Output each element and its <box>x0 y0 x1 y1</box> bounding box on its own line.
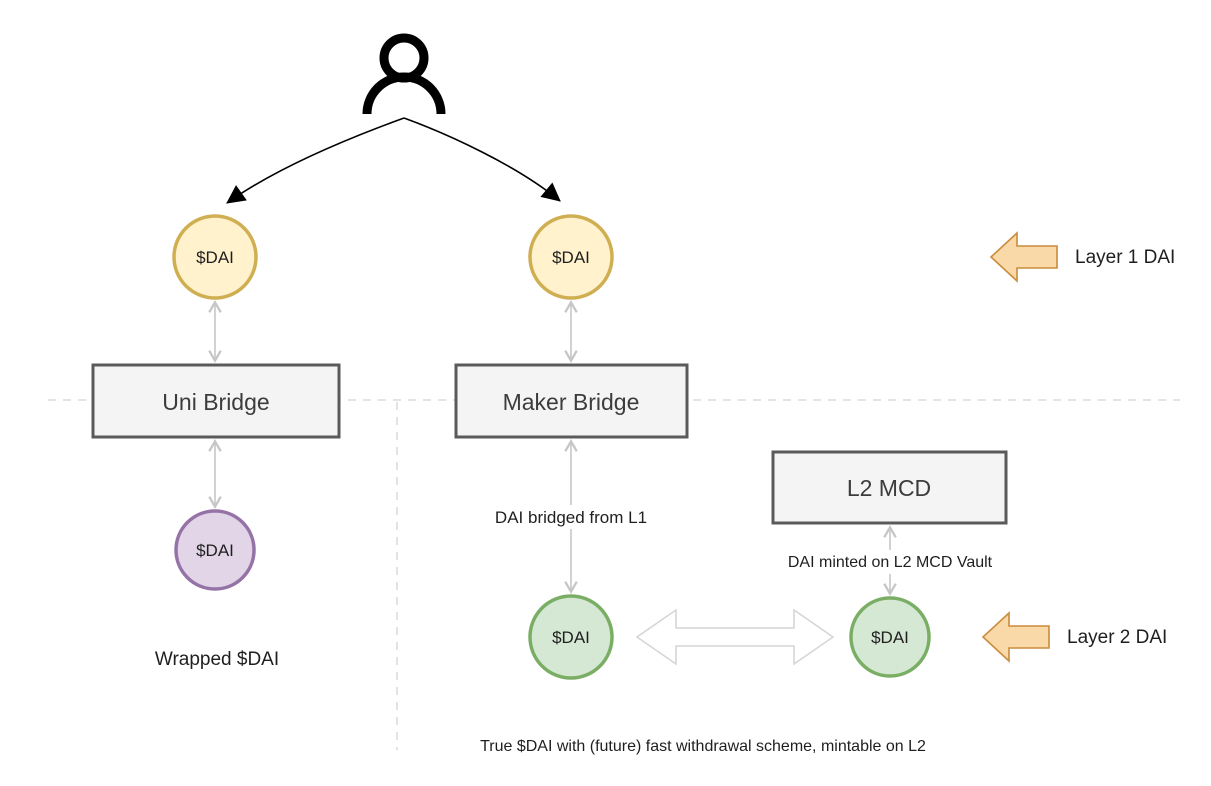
arrow-user-to-dai-left <box>226 117 405 204</box>
node-l2-dai-minted: $DAI <box>849 596 931 678</box>
uni-bridge-box <box>91 363 341 439</box>
l2-mcd-label: L2 MCD <box>847 475 931 501</box>
node-l2-dai-bridged: $DAI <box>528 594 614 680</box>
wrapped-dai-caption: Wrapped $DAI <box>155 649 279 670</box>
dai-l1-left-label: $DAI <box>196 248 234 267</box>
l2-mcd-box <box>771 450 1008 525</box>
bottom-note: True $DAI with (future) fast withdrawal … <box>480 738 926 755</box>
label-backdrop <box>491 505 651 529</box>
left-block-arrow-icon <box>989 231 1058 283</box>
dai-l1-right-label: $DAI <box>552 248 590 267</box>
l2-dai-minted-label: $DAI <box>871 628 909 647</box>
l2-dai-bridged-circle <box>528 594 614 680</box>
maker-bridge-label: Maker Bridge <box>503 389 640 415</box>
user-icon <box>362 33 446 115</box>
user-shoulders <box>362 72 446 115</box>
l2-dai-minted-circle <box>849 596 931 678</box>
layer-dividers <box>48 399 1180 750</box>
user-head <box>379 33 429 83</box>
layer1-label: Layer 1 DAI <box>1075 247 1175 268</box>
wrapped-dai-label: $DAI <box>196 541 234 560</box>
layer2-label: Layer 2 DAI <box>1067 627 1167 648</box>
node-dai-l1-left: $DAI <box>172 214 258 300</box>
node-maker-bridge: Maker Bridge <box>454 363 689 439</box>
double-headed-arrow-icon <box>635 608 835 666</box>
legend-layer1: Layer 1 DAI <box>989 231 1175 283</box>
node-l2-mcd: L2 MCD <box>771 450 1008 525</box>
dai-l1-left-circle <box>172 214 258 300</box>
uni-bridge-label: Uni Bridge <box>162 389 269 415</box>
dai-minted-annotation: DAI minted on L2 MCD Vault <box>788 554 993 571</box>
legend-layer2: Layer 2 DAI <box>981 611 1167 663</box>
l2-dai-bridged-label: $DAI <box>552 628 590 647</box>
label-backdrop <box>785 550 995 574</box>
node-dai-l1-right: $DAI <box>528 214 614 300</box>
left-block-arrow-icon <box>981 611 1050 663</box>
maker-bridge-box <box>454 363 689 439</box>
arrow-user-to-dai-right <box>403 117 561 202</box>
dai-bridged-annotation: DAI bridged from L1 <box>495 508 647 527</box>
node-wrapped-dai: $DAI <box>174 509 256 591</box>
node-uni-bridge: Uni Bridge <box>91 363 341 439</box>
dai-l1-right-circle <box>528 214 614 300</box>
wrapped-dai-circle <box>174 509 256 591</box>
